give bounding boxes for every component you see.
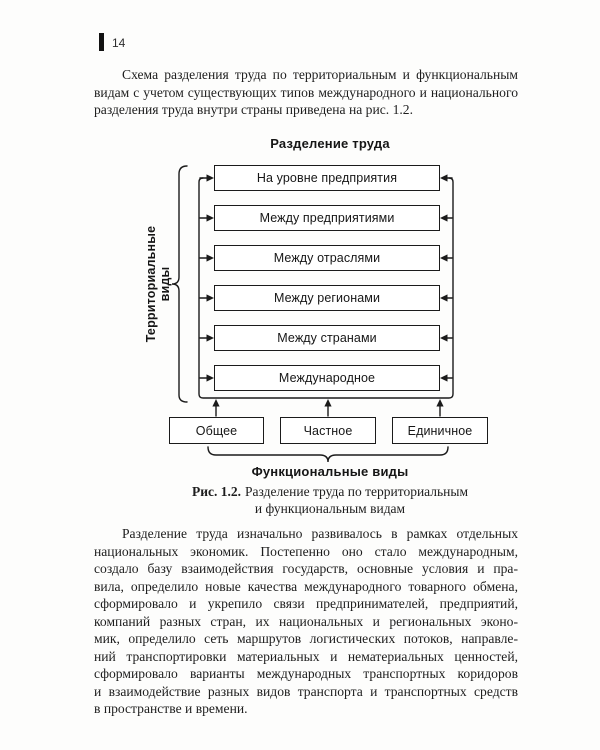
figure-caption: Рис. 1.2. Разделение труда по территориал… [150,484,510,517]
paragraph-line: сформировало варианты международных тран… [94,666,518,681]
intro-paragraph: Схема разделения труда по территориальны… [94,66,518,119]
caption-number: Рис. 1.2. [191,484,241,499]
territorial-box: Международное [214,365,440,391]
paragraph-line: компаний разных стран, их национальных и… [94,613,518,629]
page-number: 14 [112,36,126,50]
territorial-axis-label: Территориальные виды [144,225,172,343]
body-paragraph: Разделение труда изначально развивалось … [94,525,518,718]
paragraph-line: в пространстве и времени. [94,701,248,716]
paragraph-line: и взаимодействие разных видов транспорта… [94,683,518,699]
paragraph-line: ний транспортировки материальных и немат… [94,648,518,664]
territorial-box: Между странами [214,325,440,351]
functional-box: Частное [280,417,376,444]
up-arrows [212,399,444,417]
paragraph-line: Разделение труда изначально развивалось … [122,526,518,541]
caption-line: Рис. 1.2. Разделение труда по территориал… [150,484,510,501]
functional-brace [207,446,449,463]
paragraph-line: мик, определило сеть маршрутов логистиче… [94,631,518,646]
territorial-box: Между отраслями [214,245,440,271]
right-arrows [440,174,453,382]
territorial-box: На уровне предприятия [214,165,440,191]
paragraph-line: национальных экономик. Постепенно оно ст… [94,543,518,559]
page-marker-bar [99,33,104,51]
paragraph-line: разделения труда внутри страны приведена… [94,102,413,117]
left-arrows [199,174,214,382]
caption-text: Разделение труда по территориальным [245,484,469,499]
paragraph-line: видам с учетом существующих типов междун… [94,84,518,100]
territorial-box: Между предприятиями [214,205,440,231]
functional-box: Общее [169,417,264,444]
functional-axis-label: Функциональные виды [251,464,409,479]
caption-line: и функциональным видам [254,500,406,516]
paragraph-line: создало базу взаимодействия государств, … [94,561,518,576]
paragraph-line: Схема разделения труда по территориальны… [122,67,518,82]
functional-box: Единичное [392,417,488,444]
figure-title: Разделение труда [270,136,390,151]
territorial-brace [171,165,188,403]
paragraph-line: сформировало и укрепило связи предприним… [94,596,518,611]
paragraph-line: вила, определило новые качества междунар… [94,578,518,594]
territorial-box: Между регионами [214,285,440,311]
